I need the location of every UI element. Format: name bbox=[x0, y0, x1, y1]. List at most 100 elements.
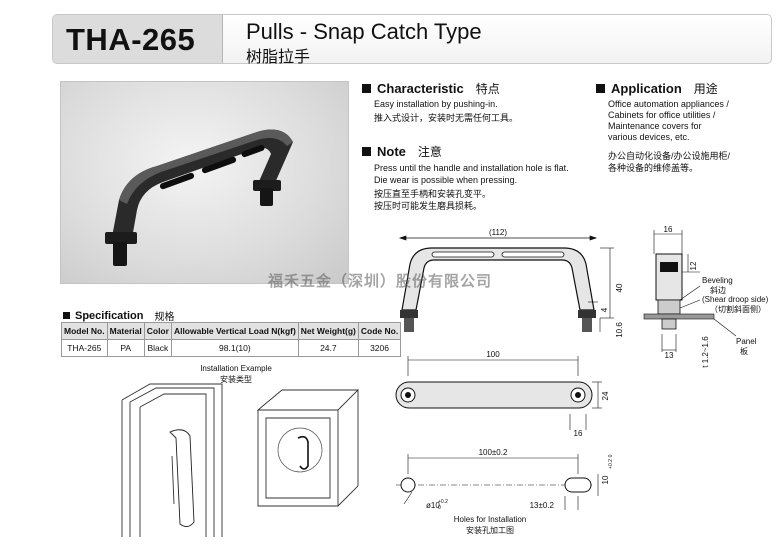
application-heading: Application 用途 bbox=[596, 80, 718, 97]
side-view-drawing: (112) 40 4 10.6 bbox=[398, 228, 624, 338]
installation-label-cn: 安装类型 bbox=[220, 374, 252, 384]
spec-header-cell: Allowable Vertical Load N(kgf) bbox=[170, 322, 299, 340]
hole-right-slot bbox=[564, 477, 592, 493]
specification-title: Specification bbox=[75, 309, 144, 322]
characteristic-heading: Characteristic 特点 bbox=[362, 80, 500, 97]
section-body bbox=[655, 253, 683, 301]
dim-10-tol: 10 bbox=[601, 475, 610, 484]
beveling-label-cn: 斜边 bbox=[710, 285, 726, 295]
bullet-square-icon bbox=[63, 312, 70, 319]
side-slot bbox=[431, 251, 495, 258]
application-title-cn: 用途 bbox=[693, 82, 718, 96]
top-handle-outline bbox=[395, 381, 593, 409]
dim-4: 4 bbox=[600, 307, 609, 312]
application-line4-en: various devices, etc. bbox=[608, 132, 690, 142]
spec-header-cell: Net Weight(g) bbox=[297, 322, 359, 340]
model-tab bbox=[53, 15, 223, 63]
product-title-cn: 树脂拉手 bbox=[246, 49, 311, 66]
beveling-label: Beveling bbox=[702, 276, 733, 285]
application-line1-en: Office automation appliances / bbox=[608, 99, 729, 109]
shear-label: (Shear droop side) bbox=[702, 295, 769, 304]
installation-example-drawing: Installation Example 安装类型 bbox=[121, 364, 360, 537]
panel-label: Panel bbox=[736, 337, 757, 346]
bullet-square-icon bbox=[362, 84, 371, 93]
side-foot-left bbox=[400, 310, 418, 318]
characteristic-title-cn: 特点 bbox=[475, 82, 500, 96]
spec-cell: 3206 bbox=[357, 339, 402, 357]
characteristic-line-en: Easy installation by pushing-in. bbox=[374, 99, 498, 109]
product-title-en: Pulls - Snap Catch Type bbox=[246, 19, 482, 44]
product-photo bbox=[60, 81, 349, 284]
top-boss-left-core bbox=[405, 392, 411, 398]
hole-left bbox=[400, 477, 416, 493]
watermark-text: 福禾五金（深圳）股份有限公司 bbox=[268, 273, 493, 290]
door-panel-sketch bbox=[121, 383, 223, 537]
dim-13-tol: 13±0.2 bbox=[530, 501, 555, 510]
note-line1-cn: 按压直至手柄和安装孔变平。 bbox=[374, 189, 492, 199]
dim-100: 100 bbox=[486, 350, 500, 359]
section-panel bbox=[643, 313, 715, 320]
note-line1-en: Press until the handle and installation … bbox=[374, 163, 569, 173]
dim-phi10-sub: 0 bbox=[438, 505, 441, 511]
dim-16-top: 16 bbox=[664, 225, 673, 234]
cross-section-drawing: 16 12 Beveling 斜边 (Shear droop side) （切割… bbox=[643, 225, 769, 368]
side-slot bbox=[501, 251, 565, 258]
handle-photo-illustration bbox=[105, 129, 293, 266]
dim-40: 40 bbox=[615, 283, 624, 292]
model-number: THA-265 bbox=[66, 22, 196, 57]
dim-10-tol-sub: 0 bbox=[608, 454, 614, 457]
bullet-square-icon bbox=[362, 147, 371, 156]
spec-cell: Black bbox=[143, 339, 172, 357]
specification-heading: Specification 规格 bbox=[63, 308, 174, 323]
characteristic-title: Characteristic bbox=[377, 81, 464, 96]
cabinet-sketch bbox=[256, 389, 360, 507]
spec-cell: PA bbox=[106, 339, 145, 357]
spec-cell: THA-265 bbox=[61, 339, 108, 357]
holes-label-cn: 安装孔加工图 bbox=[466, 525, 514, 535]
section-slot bbox=[660, 262, 678, 272]
side-dim-lines bbox=[588, 247, 614, 332]
section-neck bbox=[657, 299, 681, 315]
dim-16-bottom: 16 bbox=[574, 429, 583, 438]
application-line2-cn: 各种设备的维修盖等。 bbox=[608, 163, 699, 173]
shear-label-cn: （切割斜面侧） bbox=[710, 304, 766, 314]
panel-label-cn: 板 bbox=[740, 346, 748, 356]
specification-title-cn: 规格 bbox=[154, 312, 175, 323]
note-line2-cn: 按压时可能发生磨具损耗。 bbox=[374, 201, 483, 211]
holes-drawing: 100±0.2 10 +0.2 0 ø10 +0.2 0 13±0.2 Hole… bbox=[396, 448, 614, 535]
installation-label-en: Installation Example bbox=[200, 364, 272, 373]
specification-table: Model No. Material Color Allowable Verti… bbox=[61, 322, 402, 357]
section-snap bbox=[661, 318, 677, 330]
top-view-drawing: 100 24 16 bbox=[395, 350, 610, 438]
dim-phi10-sup: +0.2 bbox=[438, 499, 448, 505]
dim-10-tol-sup: +0.2 bbox=[608, 459, 614, 469]
dim-10-6: 10.6 bbox=[615, 322, 624, 338]
top-dim-lines bbox=[569, 381, 602, 430]
application-line1-cn: 办公自动化设备/办公设施用柜/ bbox=[608, 151, 731, 161]
spec-data-row: THA-265 PA Black 98.1(10) 24.7 3206 bbox=[61, 339, 402, 357]
spec-header-cell: Color bbox=[143, 322, 172, 340]
spec-header-cell: Model No. bbox=[61, 322, 108, 340]
holes-label-en: Holes for Installation bbox=[454, 515, 526, 524]
spec-header-row: Model No. Material Color Allowable Verti… bbox=[61, 322, 402, 340]
side-snap-right bbox=[582, 318, 592, 332]
side-snap-left bbox=[404, 318, 414, 332]
dim-12: 12 bbox=[689, 261, 698, 270]
dim-13: 13 bbox=[665, 351, 674, 360]
note-title-cn: 注意 bbox=[417, 145, 442, 159]
dim-100-tol: 100±0.2 bbox=[479, 448, 508, 457]
dim-112: (112) bbox=[489, 228, 507, 237]
application-line3-en: Maintenance covers for bbox=[608, 121, 702, 131]
application-line2-en: Cabinets for office utilities / bbox=[608, 110, 716, 120]
side-foot-right bbox=[578, 310, 596, 318]
bullet-square-icon bbox=[596, 84, 605, 93]
application-title: Application bbox=[611, 81, 682, 96]
spec-cell: 24.7 bbox=[297, 339, 359, 357]
section-dim-lines bbox=[661, 254, 737, 352]
dim-24: 24 bbox=[601, 391, 610, 400]
spec-cell: 98.1(10) bbox=[170, 339, 299, 357]
holes-dim-lines bbox=[403, 474, 599, 510]
dim-thickness: t 1.2~1.6 bbox=[701, 336, 710, 368]
characteristic-line-cn: 推入式设计，安装时无需任何工具。 bbox=[374, 113, 519, 123]
note-heading: Note 注意 bbox=[362, 143, 442, 160]
